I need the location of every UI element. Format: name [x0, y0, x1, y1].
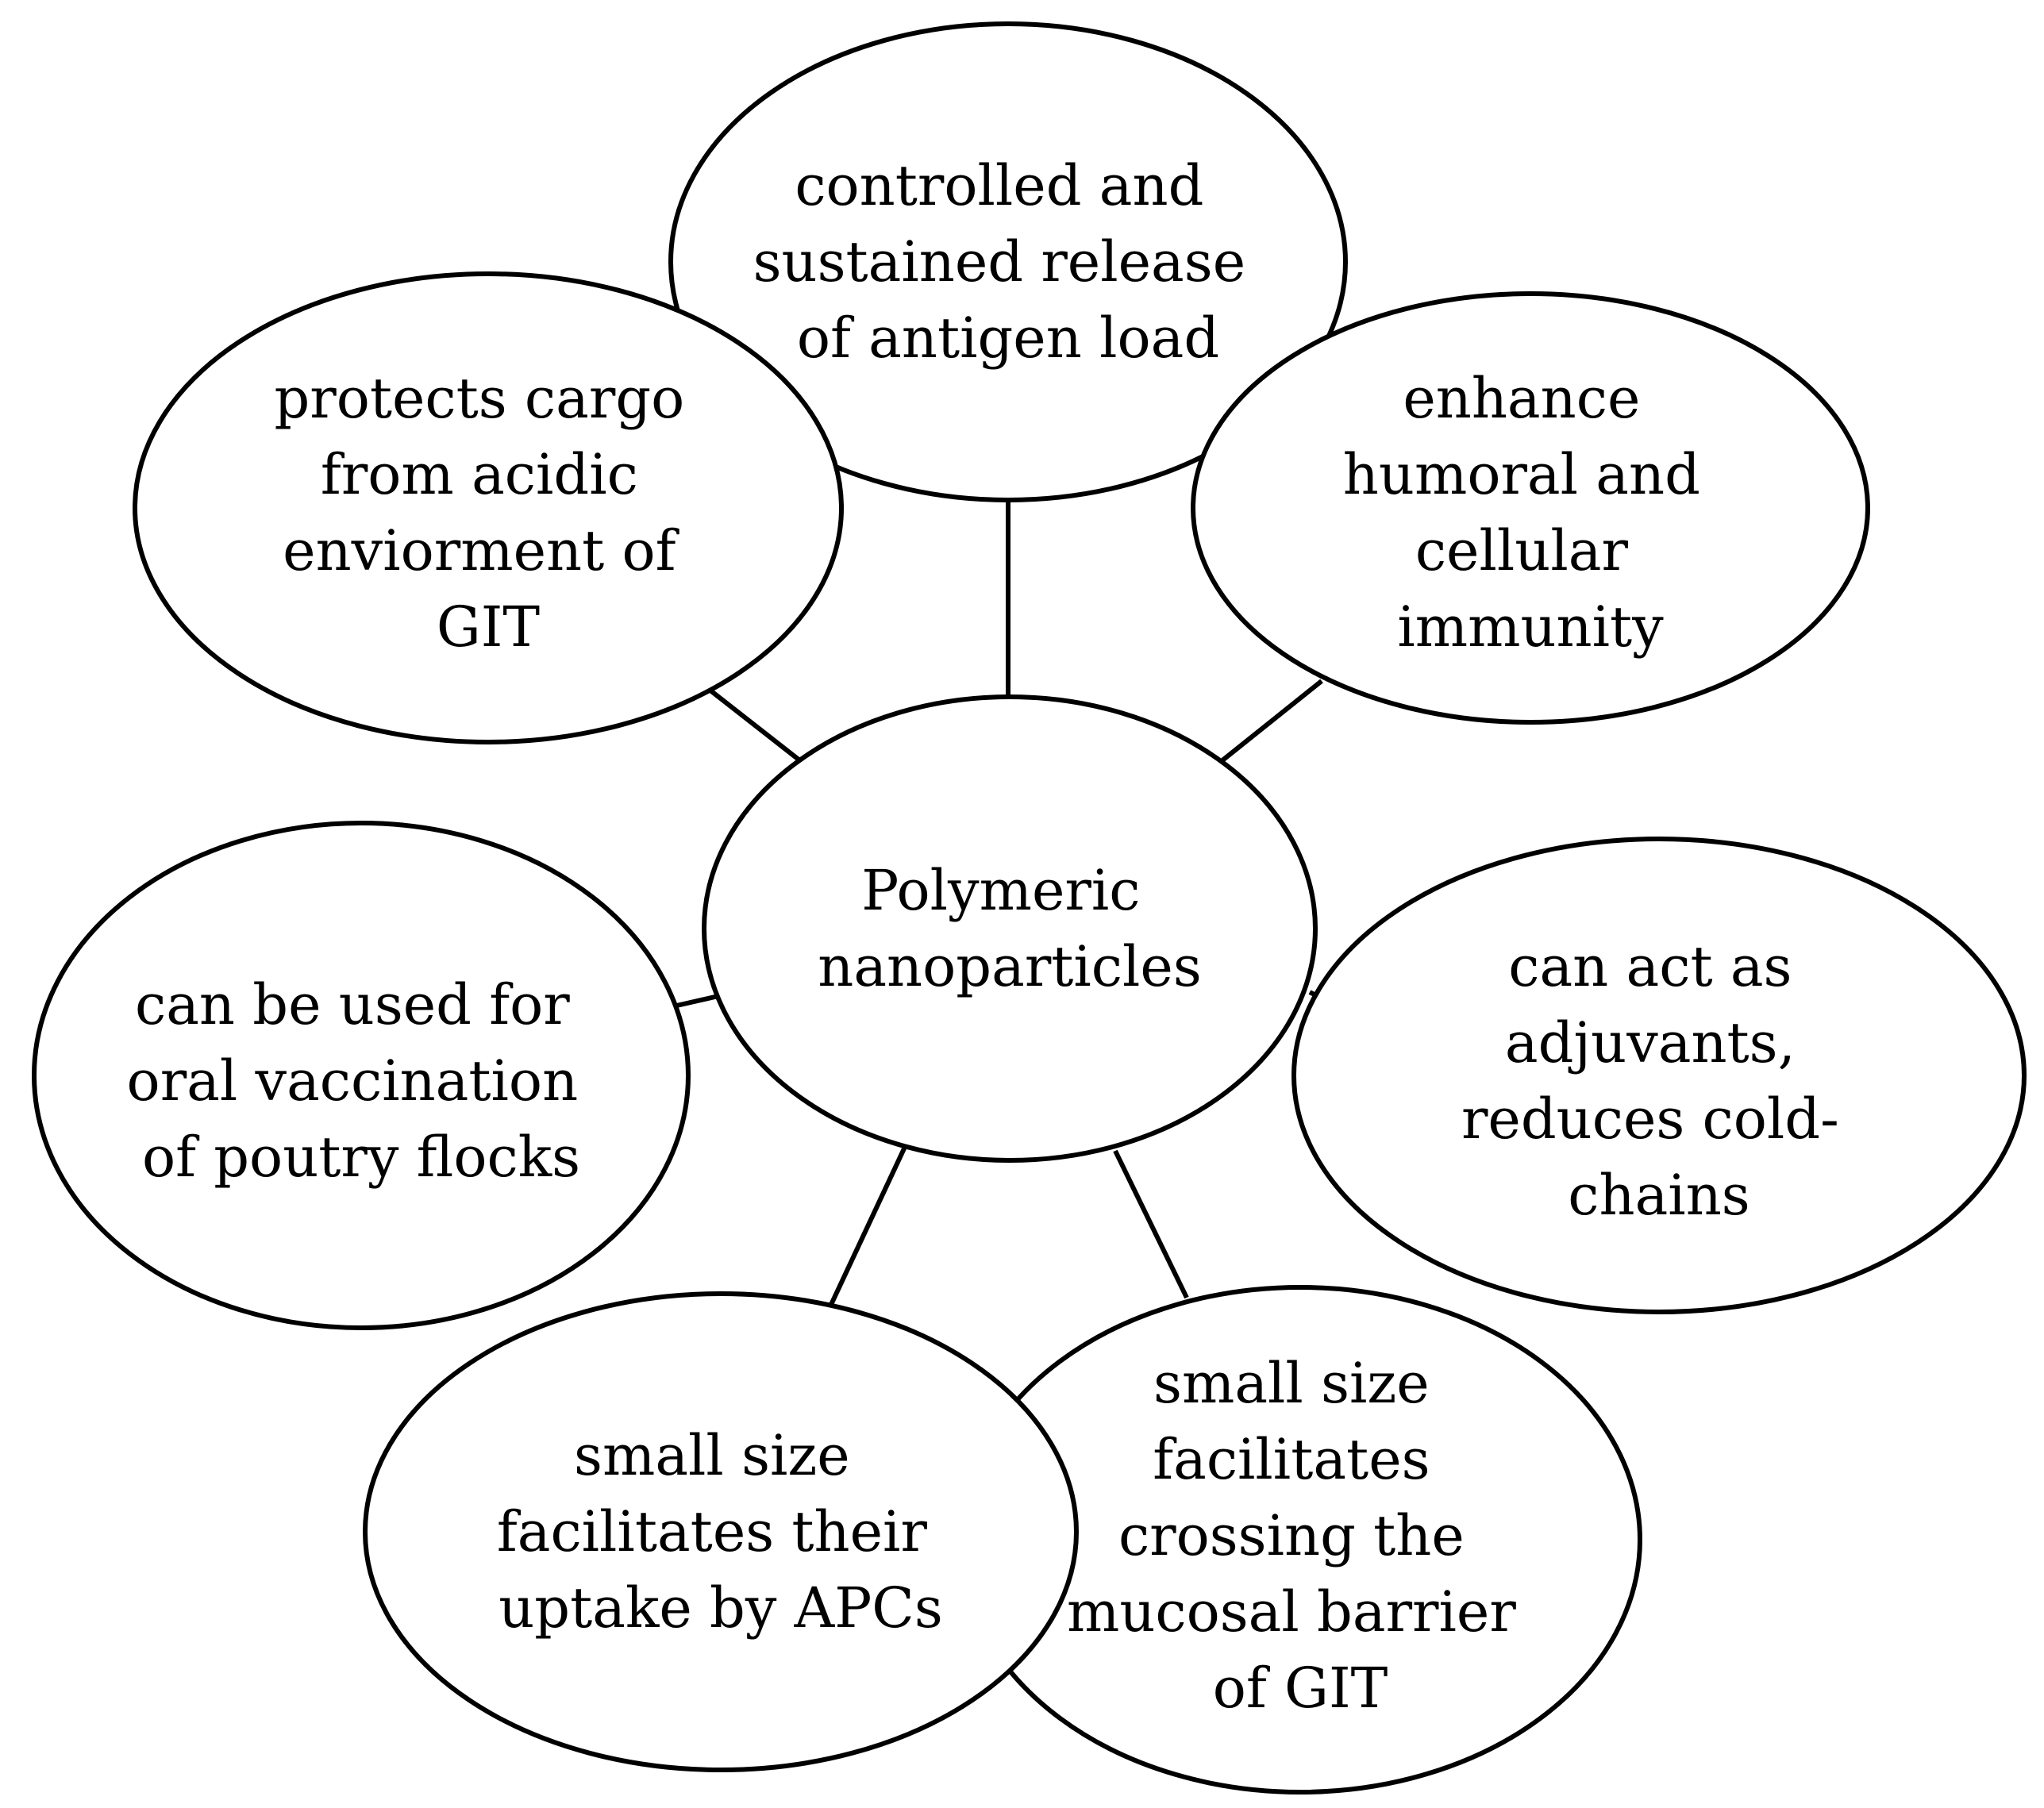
label-upper-right-line: immunity — [1397, 594, 1664, 660]
label-right-line: chains — [1568, 1163, 1750, 1228]
bubble-upper-right — [1191, 291, 1870, 725]
label-left-line: of poutry flocks — [142, 1125, 580, 1190]
label-bottom-left-line: uptake by APCs — [498, 1575, 943, 1641]
label-bottom-right-line: small size — [1153, 1351, 1430, 1416]
bubble-right — [1291, 837, 2027, 1314]
label-left: can be used for oral vaccination of pout… — [127, 972, 596, 1190]
label-top-line: of antigen load — [797, 306, 1219, 371]
connectors — [672, 502, 1323, 1310]
bubbles — [32, 21, 2027, 1795]
label-upper-right: enhance humoral and cellular immunity — [1343, 366, 1718, 660]
label-center-line: nanoparticles — [818, 934, 1202, 999]
label-center: Polymeric nanoparticles — [818, 858, 1202, 999]
label-upper-left: protects cargo from acidic enviorment of… — [274, 366, 702, 660]
label-upper-left-line: enviorment of — [283, 518, 679, 583]
label-bottom-left: small size facilitates their uptake by A… — [497, 1423, 945, 1641]
label-left-line: oral vaccination — [127, 1048, 579, 1114]
label-bottom-left-line: small size — [574, 1423, 850, 1488]
label-upper-left-line: from acidic — [321, 442, 638, 507]
label-bottom-right-line: crossing the — [1118, 1503, 1465, 1568]
label-upper-right-line: cellular — [1415, 518, 1629, 583]
labels: controlled and sustained release of anti… — [127, 153, 1857, 1721]
label-bottom-right-line: of GIT — [1213, 1656, 1388, 1721]
label-bottom-left-line: facilitates their — [497, 1499, 928, 1564]
label-upper-right-line: humoral and — [1343, 442, 1700, 507]
label-right-line: can act as — [1508, 934, 1792, 999]
label-bottom-right: small size facilitates crossing the muco… — [1067, 1351, 1534, 1721]
label-top-line: sustained release — [753, 229, 1246, 294]
label-bottom-right-line: mucosal barrier — [1067, 1579, 1516, 1645]
label-left-line: can be used for — [135, 972, 570, 1037]
label-right: can act as adjuvants, reduces cold- chai… — [1461, 934, 1857, 1228]
bubble-upper-left — [133, 271, 844, 744]
connector-bottom-left — [827, 1145, 907, 1310]
connector-bottom-right — [1113, 1149, 1189, 1299]
bubble-top — [668, 21, 1348, 502]
label-upper-right-line: enhance — [1403, 366, 1640, 431]
label-upper-left-line: protects cargo — [274, 366, 684, 431]
connector-upper-right — [1221, 679, 1323, 763]
label-center-line: Polymeric — [861, 858, 1140, 923]
bubble-left — [32, 821, 691, 1330]
label-right-line: adjuvants, — [1505, 1010, 1796, 1075]
label-upper-left-line: GIT — [437, 594, 540, 660]
bubble-center — [702, 694, 1318, 1163]
label-right-line: reduces cold- — [1461, 1087, 1839, 1152]
label-bottom-right-line: facilitates — [1153, 1427, 1430, 1492]
connector-left — [672, 994, 719, 1009]
connector-upper-left — [709, 688, 803, 764]
label-top-line: controlled and — [795, 153, 1203, 218]
label-top: controlled and sustained release of anti… — [753, 153, 1264, 371]
bubble-bottom-left — [363, 1291, 1079, 1772]
